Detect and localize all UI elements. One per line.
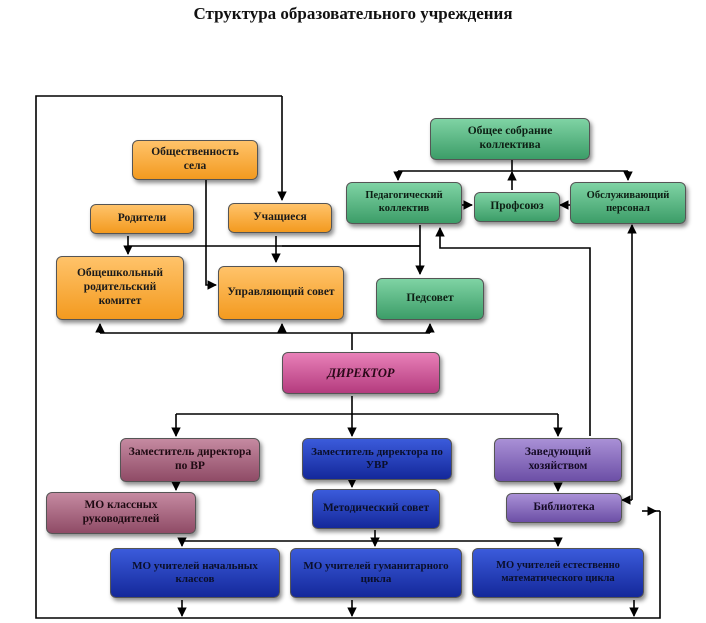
page-title: Структура образовательного учреждения xyxy=(193,4,513,23)
box-mo-est: МО учителей естественно математического … xyxy=(472,548,644,598)
box-metod-sovet: Методический совет xyxy=(312,489,440,529)
box-biblioteka: Библиотека xyxy=(506,493,622,523)
box-obshchee-sobranie: Общее собрание коллектива xyxy=(430,118,590,160)
box-uchashchiesya: Учащиеся xyxy=(228,203,332,233)
box-obsluzh-personal: Обслуживающий персонал xyxy=(570,182,686,224)
box-mo-gum: МО учителей гуманитарного цикла xyxy=(290,548,462,598)
box-upravlyayushchy-sovet: Управляющий совет xyxy=(218,266,344,320)
box-mo-nach: МО учителей начальных классов xyxy=(110,548,280,598)
box-ped-kollektiv: Педагогический коллектив xyxy=(346,182,462,224)
box-profsoyuz: Профсоюз xyxy=(474,192,560,222)
box-obshchestvennost: Общественность села xyxy=(132,140,258,180)
box-mo-klassnyh: МО классных руководителей xyxy=(46,492,196,534)
box-zav-hoz: Заведующий хозяйством xyxy=(494,438,622,482)
box-roditeli: Родители xyxy=(90,204,194,234)
box-obshcheshkolny-komitet: Общешкольный родительский комитет xyxy=(56,256,184,320)
box-pedsovet: Педсовет xyxy=(376,278,484,320)
box-zam-uvr: Заместитель директора по УВР xyxy=(302,438,452,480)
box-zam-vr: Заместитель директора по ВР xyxy=(120,438,260,482)
box-direktor: ДИРЕКТОР xyxy=(282,352,440,394)
